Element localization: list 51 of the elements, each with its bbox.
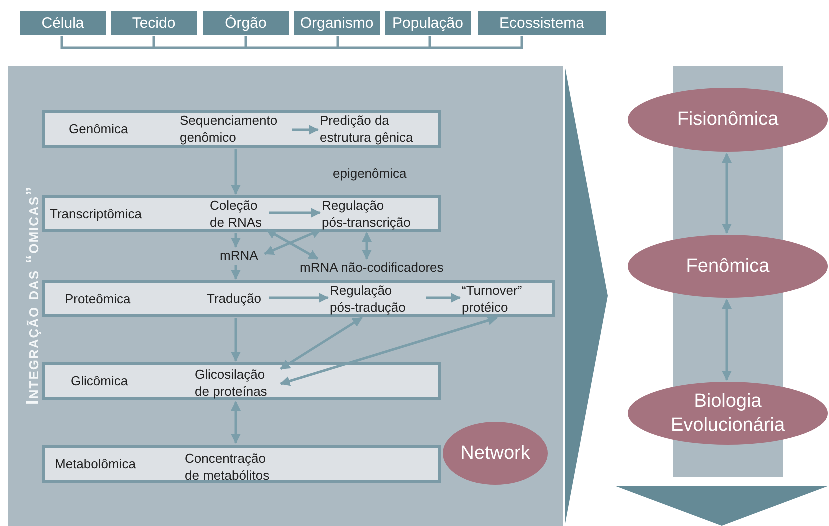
process-box [42,195,441,232]
row-label: Glicômica [71,372,128,390]
level-box: Célula [20,11,106,35]
process-box [42,445,441,483]
vertical-title: Integração das “omicas” [22,184,44,408]
integration-panel [8,66,563,526]
arrow [362,232,372,260]
arrow [280,316,498,386]
step-label: Regulação pós-tradução [330,282,424,316]
step-label: Tradução [207,290,267,307]
annotation-label: epigenômica [333,165,407,183]
arrow [426,293,461,303]
ellipse-node: Fenômica [628,235,828,298]
arrow [280,316,363,370]
arrow [722,153,732,234]
arrow [269,293,329,303]
direction-arrow [565,66,608,526]
level-box: Organismo [294,11,380,35]
step-label: Concentração de metabólitos [185,450,279,484]
process-box [42,362,441,400]
step-label: Predição da estrutura gênica [320,112,432,146]
ellipse-node: Biologia Evolucionária [628,382,828,445]
level-box: Tecido [111,11,197,35]
ellipse-node: Network [443,422,548,485]
arrow [266,228,319,260]
row-label: Proteômica [65,290,131,308]
step-label: Coleção de RNAs [210,197,267,231]
arrow [722,299,732,381]
step-label: Sequenciamento genômico [180,112,292,146]
step-label: mRNA não-codificadores [300,260,470,276]
step-label: Regulação pós-transcrição [322,197,428,231]
arrow [269,208,321,218]
row-label: Transcriptômica [50,204,142,224]
level-box: Ecossistema [478,11,606,35]
row-label: Genômica [69,120,128,138]
arrow [231,265,241,280]
step-label: Glicosilação de proteínas [195,366,279,400]
arrow [292,125,319,135]
step-label: “Turnover” protéico [462,282,542,316]
arrow [231,318,241,362]
level-box: População [385,11,471,35]
arrow [231,401,241,444]
process-box [42,280,555,317]
arrow [231,233,241,248]
process-box [42,110,441,148]
step-label: mRNA [220,248,264,264]
level-box: Órgão [203,11,289,35]
ellipse-node: Fisionômica [628,88,828,152]
row-label: Metabolômica [55,455,136,474]
arrow [231,149,241,195]
arrow [264,228,322,256]
